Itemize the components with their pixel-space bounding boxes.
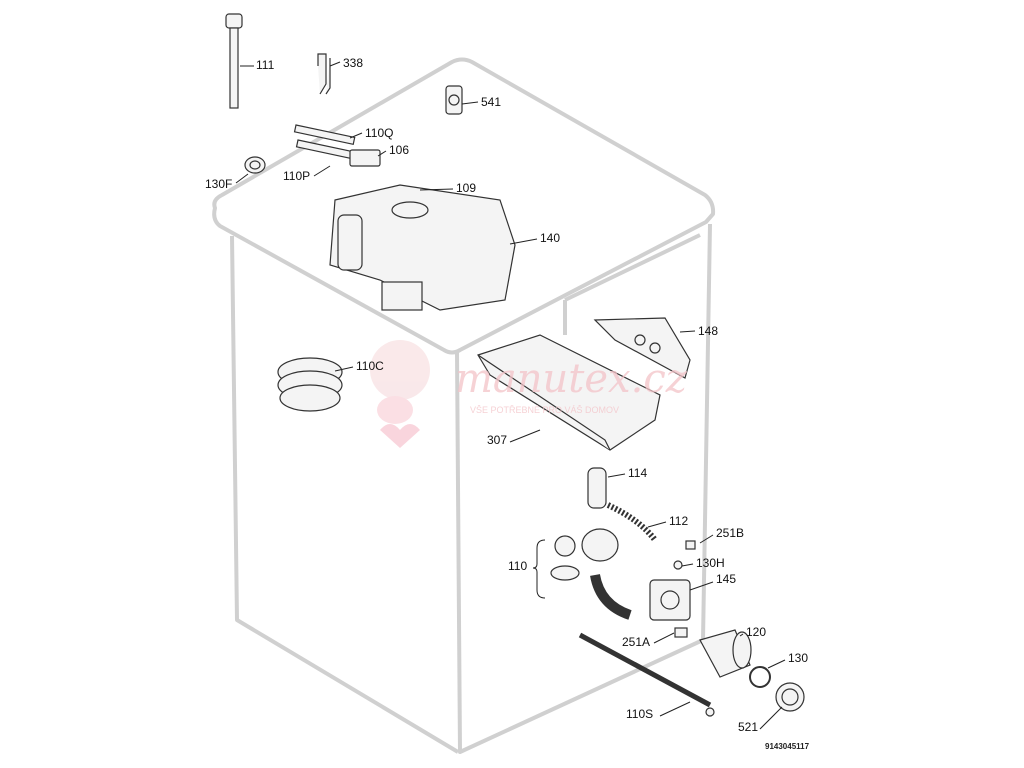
label-140: 140 bbox=[540, 231, 561, 245]
part-110S-hose bbox=[578, 632, 715, 717]
part-338-hose-bracket bbox=[317, 53, 331, 95]
label-130: 130 bbox=[788, 651, 809, 665]
label-110C: 110C bbox=[356, 359, 384, 373]
part-521-filter-cap bbox=[775, 682, 805, 712]
watermark-brand: manutex.cz bbox=[455, 356, 687, 402]
label-109: 109 bbox=[456, 181, 477, 195]
label-112: 112 bbox=[669, 514, 689, 528]
watermark-figure bbox=[370, 340, 430, 448]
label-307: 307 bbox=[487, 433, 508, 447]
label-110: 110 bbox=[508, 559, 528, 573]
part-110C-bellow bbox=[277, 357, 343, 412]
label-251A: 251A bbox=[622, 635, 651, 649]
label-130H: 130H bbox=[696, 556, 725, 570]
label-521: 521 bbox=[738, 720, 759, 734]
part-130F-seal bbox=[244, 156, 266, 174]
parts bbox=[225, 13, 805, 717]
part-110Q-110P-pipes bbox=[293, 124, 356, 160]
part-120-filter bbox=[699, 629, 752, 678]
part-130-seal bbox=[749, 666, 771, 688]
label-110P: 110P bbox=[283, 169, 311, 183]
label-148: 148 bbox=[698, 324, 719, 338]
label-541: 541 bbox=[481, 95, 502, 109]
part-145-pump bbox=[649, 579, 691, 621]
part-148-control-panel bbox=[593, 317, 691, 379]
label-130F: 130F bbox=[205, 177, 233, 191]
label-251B: 251B bbox=[716, 526, 745, 540]
label-338: 338 bbox=[343, 56, 364, 70]
part-130H-seal bbox=[673, 560, 683, 570]
part-109-140-dispenser-housing bbox=[329, 184, 516, 311]
label-106: 106 bbox=[389, 143, 410, 157]
leader-lines bbox=[235, 61, 786, 730]
part-112-hose bbox=[606, 502, 658, 542]
label-114: 114 bbox=[628, 466, 648, 480]
label-120: 120 bbox=[746, 625, 767, 639]
part-106-valve bbox=[349, 149, 381, 167]
label-145: 145 bbox=[716, 572, 737, 586]
part-307-detergent-drawer bbox=[477, 334, 661, 451]
drawing-code: 9143045117 bbox=[765, 742, 810, 751]
part-111-inlet-hose bbox=[225, 13, 243, 109]
part-114-pipe bbox=[587, 467, 607, 509]
label-111: 111 bbox=[256, 58, 275, 72]
watermark-tagline: VŠE POTŘEBNÉ PRO VÁŠ DOMOV bbox=[470, 405, 620, 415]
label-110Q: 110Q bbox=[365, 126, 394, 140]
part-251A-clip bbox=[674, 627, 688, 638]
part-541-clamp bbox=[445, 85, 463, 115]
label-110S: 110S bbox=[626, 707, 654, 721]
machine-outline bbox=[212, 57, 716, 754]
part-110-sump bbox=[550, 528, 632, 620]
part-251B-clip bbox=[685, 540, 696, 550]
